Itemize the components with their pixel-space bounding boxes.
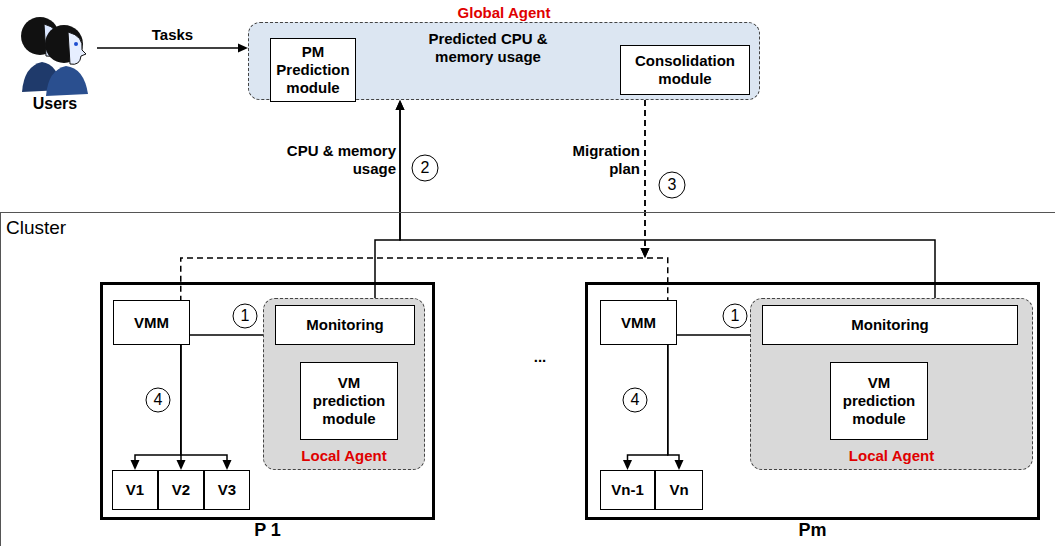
node-heading: Global Agent	[458, 4, 551, 22]
connector	[97, 47, 239, 49]
node-label: Monitoring	[851, 316, 928, 334]
node-label: Monitoring	[306, 316, 383, 334]
node-label: VM prediction module	[831, 374, 927, 428]
module-box: VMM	[600, 300, 677, 345]
callout-number: 3	[662, 176, 682, 194]
edge-label: Predicted CPU & memory usage	[418, 30, 558, 66]
edge-label: Migration plan	[540, 142, 640, 178]
users-icon	[21, 17, 88, 96]
connector	[190, 334, 266, 336]
node-heading: Users	[33, 94, 77, 113]
node-label: V2	[172, 481, 190, 499]
node-label: VMM	[134, 314, 169, 332]
dashed-connector	[645, 100, 668, 300]
arrow-head	[675, 460, 684, 470]
node-label: V3	[218, 481, 236, 499]
module-box: PM Prediction module	[270, 38, 356, 102]
dashed-connector	[181, 100, 645, 300]
arrow-head	[223, 460, 232, 470]
node-heading: Local Agent	[301, 447, 386, 465]
node-heading: Cluster	[6, 216, 66, 239]
connector	[375, 109, 400, 305]
machine-box: P 1VMMLocal AgentMonitoringVM prediction…	[100, 282, 435, 520]
users-node: Users	[15, 5, 95, 113]
ellipsis: ...	[525, 348, 555, 366]
node-label: VM prediction module	[301, 374, 397, 428]
arrow-head	[623, 460, 632, 470]
node-label: PM Prediction module	[271, 43, 355, 97]
arrow-head	[396, 100, 405, 110]
module-box: Consolidation module	[620, 45, 750, 95]
callout-number: 4	[625, 391, 645, 409]
callout-number: 1	[235, 307, 255, 325]
arrow-head	[396, 100, 405, 110]
machine-box: PmVMMLocal AgentMonitoringVM prediction …	[585, 282, 1040, 520]
node-label: VMM	[621, 314, 656, 332]
connector	[135, 345, 181, 461]
arrow-head	[641, 248, 650, 258]
edge-label: Tasks	[152, 26, 193, 44]
callout-number: 4	[148, 391, 168, 409]
callout-number: 2	[415, 159, 435, 177]
arrow-head	[131, 460, 140, 470]
connector	[677, 334, 753, 336]
module-box: V1	[112, 470, 158, 510]
node-label: Vn-1	[611, 481, 644, 499]
module-box: VMM	[113, 300, 190, 345]
edge-label: CPU & memory usage	[278, 142, 396, 178]
node-label: V1	[126, 481, 144, 499]
connector	[668, 345, 679, 461]
module-box: VM prediction module	[830, 362, 928, 440]
connector	[400, 109, 935, 305]
module-box: Monitoring	[762, 305, 1018, 345]
module-box: V3	[204, 470, 250, 510]
node-heading: Pm	[798, 519, 826, 541]
connector	[181, 345, 227, 461]
module-box: Monitoring	[275, 305, 415, 345]
module-box: VM prediction module	[300, 362, 398, 440]
module-box: Vn	[655, 470, 703, 510]
node-label: Consolidation module	[621, 52, 749, 88]
module-box: V2	[158, 470, 204, 510]
node-heading: P 1	[254, 519, 281, 541]
cluster-region: Cluster P 1 VMM Local Agent Monitoring VM pre…	[0, 212, 1055, 546]
arrow-head	[177, 460, 186, 470]
agent-region: Local Agent Monitoring VM prediction modul…	[263, 298, 425, 470]
node-label: Vn	[669, 481, 688, 499]
agent-region: Local Agent Monitoring VM prediction modul…	[750, 298, 1033, 470]
arrow-head	[238, 44, 248, 53]
module-box: Vn-1	[600, 470, 655, 510]
node-heading: Local Agent	[849, 447, 934, 465]
arrow-head	[641, 248, 650, 258]
callout-number: 1	[725, 307, 745, 325]
